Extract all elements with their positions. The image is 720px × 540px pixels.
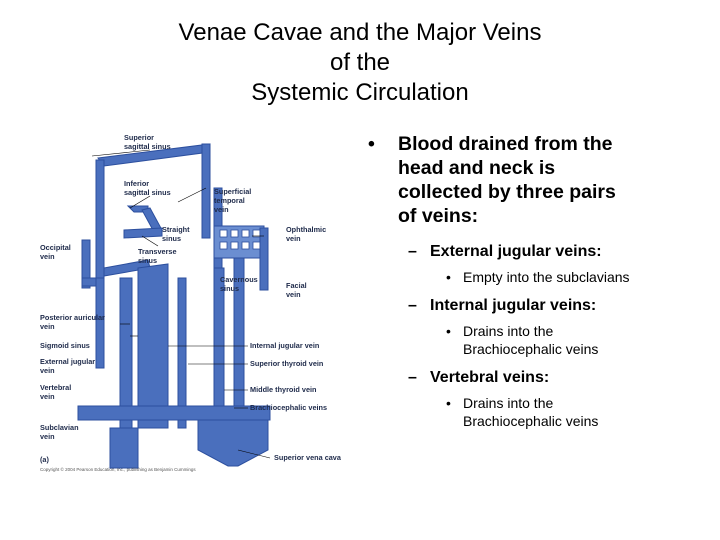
- title-line: of the: [329, 49, 391, 76]
- sub-bullet-text: Internal jugular veins:: [430, 297, 597, 314]
- label-vertebral-vein: Vertebral vein: [40, 383, 73, 401]
- label-cavernous-sinus: Cavernous sinus: [220, 275, 260, 293]
- detail-bullet-line: Drains into the: [463, 323, 554, 339]
- leader-lines: [91, 149, 271, 459]
- bullet-dash: –: [408, 297, 417, 314]
- label-superior-thyroid-vein: Superior thyroid vein: [250, 359, 323, 368]
- label-posterior-auricular-vein: Posterior auricular vein: [40, 313, 107, 331]
- sub-bullet-vertebral: – Vertebral veins:: [360, 368, 710, 388]
- label-transverse-sinus: Transverse sinus: [138, 247, 179, 265]
- label-superior-vena-cava: Superior vena cava: [274, 453, 342, 462]
- label-superficial-temporal-vein: Superficial temporal vein: [214, 187, 253, 214]
- title-line: Venae Cavae and the Major Veins: [178, 19, 542, 46]
- label-external-jugular-vein: External jugular vein: [40, 357, 97, 375]
- sub-bullet-text: Vertebral veins:: [430, 369, 550, 386]
- label-internal-jugular-vein: Internal jugular vein: [250, 341, 319, 350]
- label-straight-sinus: Straight sinus: [162, 225, 192, 243]
- main-bullet-line: Blood drained from the: [398, 133, 613, 155]
- main-bullet-line: of veins:: [398, 205, 479, 227]
- vein-drawing: [77, 143, 271, 469]
- bullet-dot: •: [446, 323, 451, 339]
- bullet-dot: •: [368, 133, 375, 155]
- detail-bullet: • Drains into the Brachiocephalic veins: [360, 394, 710, 430]
- sub-bullet-internal-jugular: – Internal jugular veins:: [360, 296, 710, 316]
- label-inferior-sagittal-sinus: Inferior sagittal sinus: [124, 179, 171, 197]
- detail-bullet-line: Brachiocephalic veins: [463, 341, 599, 357]
- main-bullet-line: collected by three pairs: [398, 181, 616, 203]
- main-bullet: • Blood drained from the head and neck i…: [360, 132, 710, 228]
- label-ophthalmic-vein: Ophthalmic vein: [286, 225, 328, 243]
- label-panel-letter: (a): [40, 455, 49, 464]
- title-line: Systemic Circulation: [251, 79, 469, 106]
- sub-bullet-external-jugular: – External jugular veins:: [360, 242, 710, 262]
- main-bullet-line: head and neck is: [398, 157, 556, 179]
- bullet-list: • Blood drained from the head and neck i…: [360, 132, 710, 430]
- bullet-dot: •: [446, 395, 451, 411]
- label-subclavian-vein: Subclavian vein: [40, 423, 81, 441]
- slide-title: Venae Cavae and the Major Veins of the S…: [0, 18, 720, 108]
- detail-bullet: • Empty into the subclavians: [360, 268, 710, 286]
- bullet-dash: –: [408, 243, 417, 260]
- detail-bullet-line: Brachiocephalic veins: [463, 413, 599, 429]
- bullet-dash: –: [408, 369, 417, 386]
- detail-bullet: • Drains into the Brachiocephalic veins: [360, 322, 710, 358]
- detail-bullet-line: Empty into the subclavians: [463, 269, 630, 285]
- sub-bullet-text: External jugular veins:: [430, 243, 602, 260]
- label-brachiocephalic-veins: Brachiocephalic veins: [250, 403, 327, 412]
- label-superior-sagittal-sinus: Superior sagittal sinus: [124, 133, 171, 151]
- label-sigmoid-sinus: Sigmoid sinus: [40, 341, 90, 350]
- label-occipital-vein: Occipital vein: [40, 243, 73, 261]
- copyright-note: Copyright © 2004 Pearson Education, Inc.…: [40, 466, 196, 472]
- label-facial-vein: Facial vein: [286, 281, 309, 299]
- bullet-dot: •: [446, 269, 451, 285]
- detail-bullet-line: Drains into the: [463, 395, 554, 411]
- label-middle-thyroid-vein: Middle thyroid vein: [250, 385, 317, 394]
- vein-diagram: Superior sagittal sinus Inferior sagitta…: [38, 128, 360, 476]
